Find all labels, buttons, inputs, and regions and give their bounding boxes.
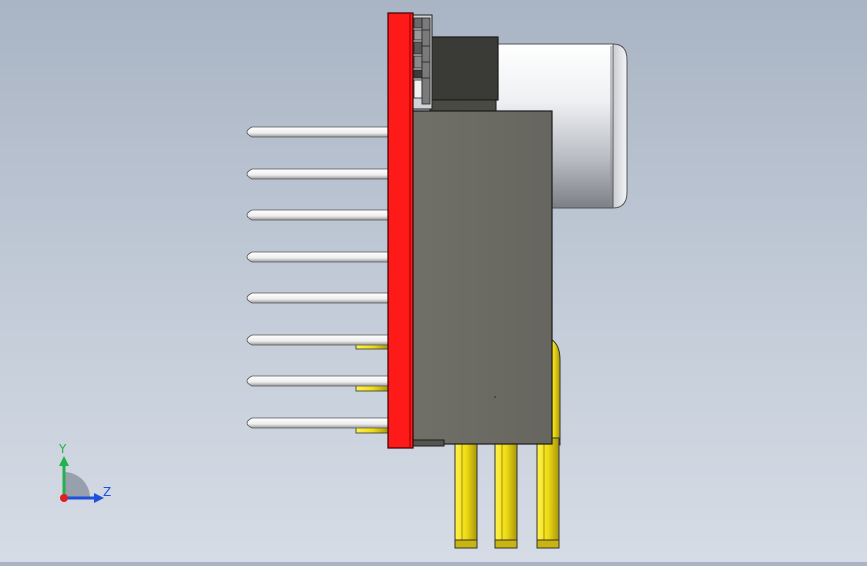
y-axis-label: Y bbox=[59, 442, 67, 456]
pin-8[interactable] bbox=[246, 417, 389, 429]
pin-3[interactable] bbox=[246, 209, 389, 221]
component-housing[interactable] bbox=[411, 110, 553, 447]
pin-row[interactable] bbox=[246, 126, 389, 429]
origin-dot bbox=[60, 494, 68, 502]
red-pcb-board[interactable] bbox=[387, 12, 414, 449]
pin-4[interactable] bbox=[246, 251, 389, 263]
right-angle-header-pins[interactable] bbox=[454, 337, 561, 549]
view-orientation-triad[interactable]: Y Z bbox=[50, 440, 120, 510]
smd-components bbox=[411, 14, 433, 110]
pin-5[interactable] bbox=[246, 292, 389, 304]
z-axis-label: Z bbox=[103, 485, 112, 499]
pin-2[interactable] bbox=[246, 168, 389, 180]
pin-7[interactable] bbox=[246, 375, 389, 387]
triad-plane-icon bbox=[64, 472, 90, 498]
dark-connector-block[interactable] bbox=[429, 36, 499, 113]
pin-1[interactable] bbox=[246, 126, 389, 138]
pin-6[interactable] bbox=[246, 334, 389, 346]
